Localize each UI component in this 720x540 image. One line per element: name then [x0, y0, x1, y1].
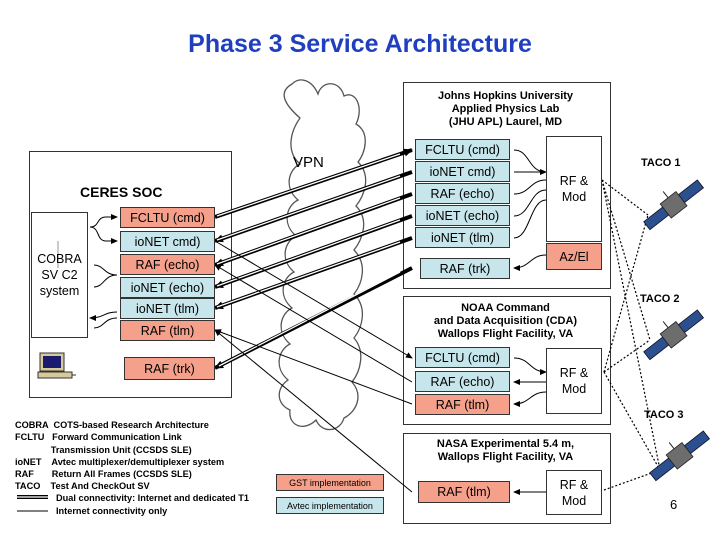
legend-dual-connectivity: Dual connectivity: Internet and dedicate…: [56, 493, 249, 503]
ceres-fcltu-cmd[interactable]: FCLTU (cmd): [120, 207, 215, 228]
taco-1-label: TACO 1: [641, 157, 681, 169]
avtec-implementation-key: Avtec implementation: [276, 497, 384, 514]
nasa-experimental-panel: [403, 433, 611, 524]
acronym-legend: COBRA COTS-based Research Architecture F…: [15, 420, 225, 492]
noaa-fcltu-cmd[interactable]: FCLTU (cmd): [415, 347, 510, 368]
legend-internet-only: Internet connectivity only: [56, 506, 168, 516]
nasa-rf-mod[interactable]: RF & Mod: [546, 470, 602, 515]
computer-icon: [37, 352, 76, 379]
satellite-taco-3-icon: [649, 430, 711, 482]
taco-3-label: TACO 3: [644, 409, 684, 421]
noaa-cda-header: NOAA Command and Data Acquisition (CDA) …: [433, 302, 578, 340]
page-number: 6: [670, 497, 678, 512]
vpn-cloud: [278, 79, 367, 431]
ceres-raf-tlm[interactable]: RAF (tlm): [120, 320, 215, 341]
jhu-raf-echo[interactable]: RAF (echo): [415, 183, 510, 204]
jhu-fcltu-cmd[interactable]: FCLTU (cmd): [415, 139, 510, 160]
jhu-rf-mod[interactable]: RF & Mod: [546, 136, 602, 242]
ceres-soc-heading: CERES SOC: [80, 184, 163, 200]
ceres-raf-trk[interactable]: RAF (trk): [124, 357, 215, 380]
ceres-ionet-tlm[interactable]: ioNET (tlm): [120, 298, 215, 319]
nasa-experimental-header: NASA Experimental 5.4 m, Wallops Flight …: [436, 438, 575, 463]
satellite-taco-2-icon: [643, 309, 705, 361]
jhu-ionet-cmd[interactable]: ioNET cmd): [415, 161, 510, 182]
page-title: Phase 3 Service Architecture: [188, 30, 532, 58]
noaa-rf-mod[interactable]: RF & Mod: [546, 348, 602, 414]
jhu-ionet-echo[interactable]: ioNET (echo): [415, 205, 510, 226]
noaa-raf-tlm[interactable]: RAF (tlm): [415, 394, 510, 415]
ceres-raf-echo[interactable]: RAF (echo): [120, 254, 215, 275]
noaa-raf-echo[interactable]: RAF (echo): [415, 371, 510, 392]
jhu-apl-header: Johns Hopkins University Applied Physics…: [437, 90, 574, 128]
satellite-taco-1-icon: [643, 179, 705, 231]
ceres-ionet-echo[interactable]: ioNET (echo): [120, 277, 215, 298]
jhu-raf-trk[interactable]: RAF (trk): [420, 258, 510, 279]
cobra-sv-c2-system: COBRA SV C2 system: [31, 212, 88, 338]
vpn-label: VPN: [293, 154, 324, 171]
taco-2-label: TACO 2: [640, 293, 680, 305]
gst-implementation-key: GST implementation: [276, 474, 384, 491]
jhu-az-el[interactable]: Az/El: [546, 243, 602, 270]
nasa-raf-tlm[interactable]: RAF (tlm): [418, 481, 510, 503]
jhu-ionet-tlm[interactable]: ioNET (tlm): [415, 227, 510, 248]
ceres-ionet-cmd[interactable]: ioNET cmd): [120, 231, 215, 252]
